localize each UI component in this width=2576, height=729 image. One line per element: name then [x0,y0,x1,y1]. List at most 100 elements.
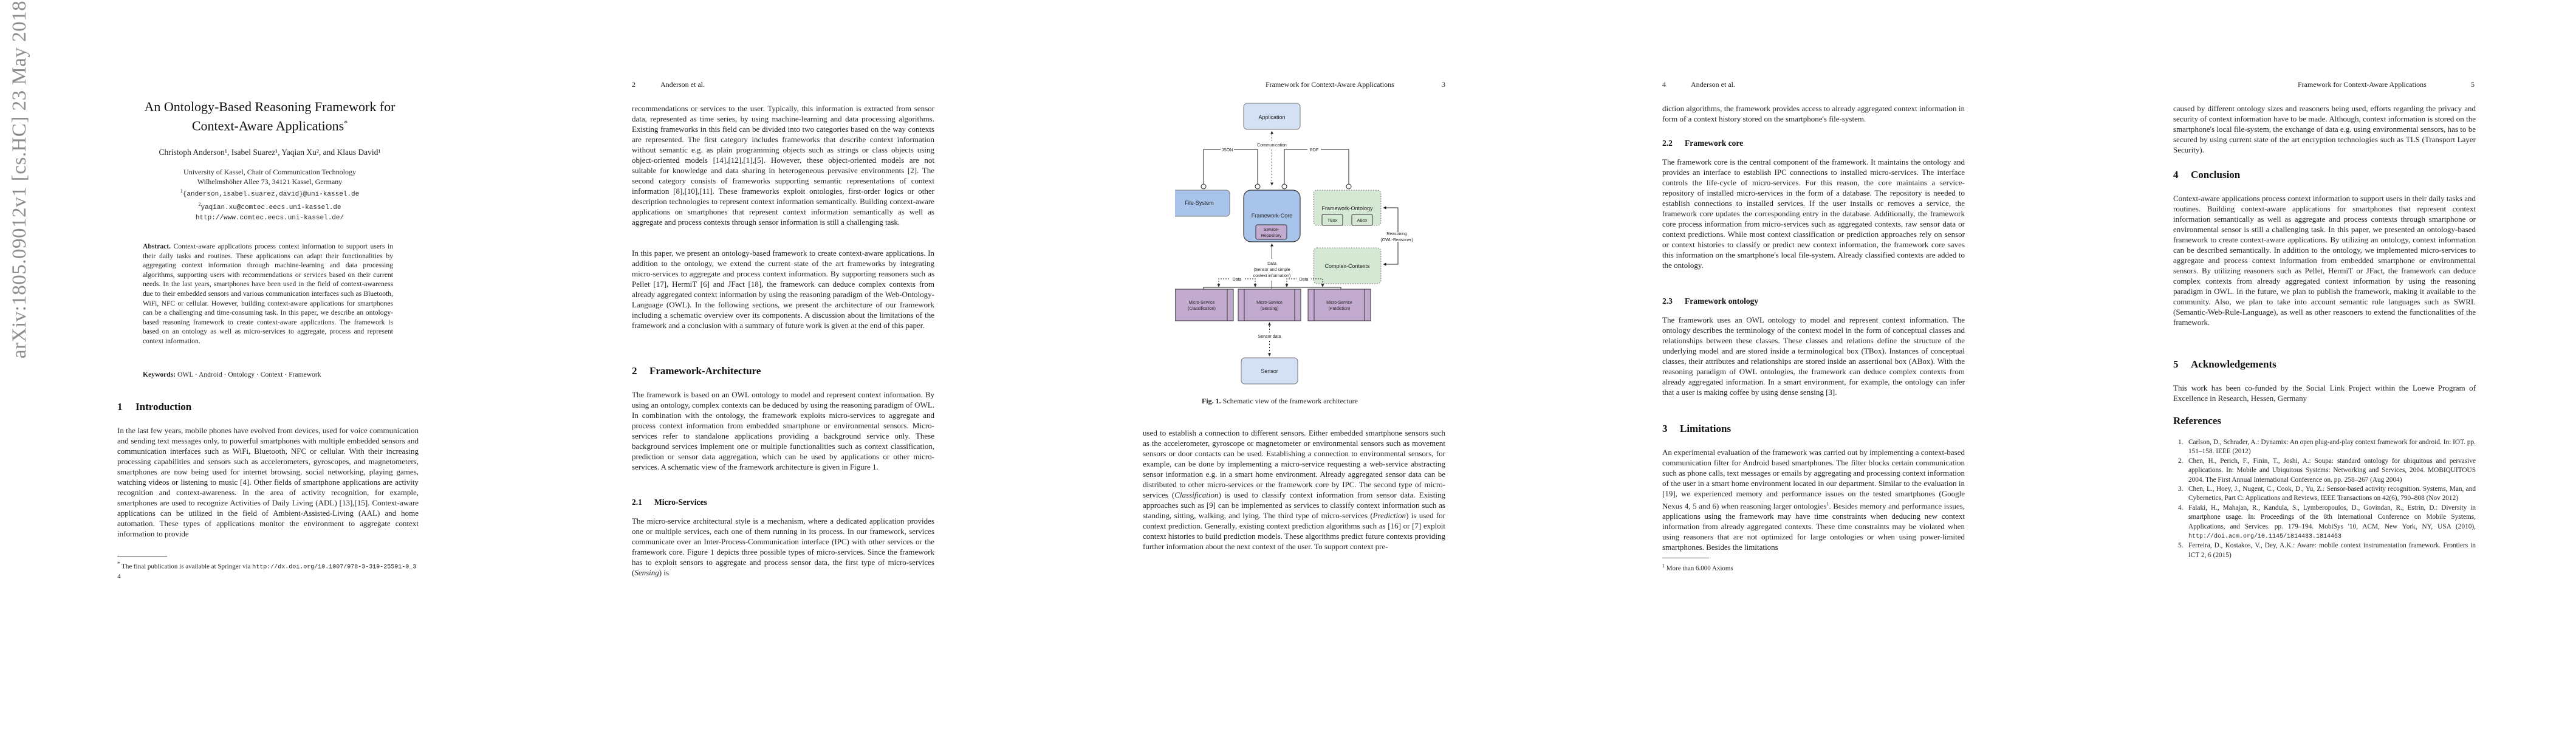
ms-prediction-label-2: (Prediction) [1329,307,1351,311]
reference-item: 5.Ferreira, D., Kostakos, V., Dey, A.K.:… [2178,541,2476,560]
micro-service-classification: Micro-Service (Classification) [1175,289,1234,321]
framework-core-node: Framework-Core Service- Repository [1243,190,1301,242]
author-list: Christoph Anderson¹, Isabel Suarez¹, Yaq… [159,148,381,157]
ms-sensing-label-2: (Sensing) [1261,307,1279,311]
sensor-node: Sensor [1241,357,1298,385]
tbox-label: TBox [1327,219,1338,223]
classification-term: Classification [1174,490,1219,499]
website-url[interactable]: http://www.comtec.eecs.uni-kassel.de/ [195,214,344,222]
subsection-2-3-paragraph: The framework uses an OWL ontology to mo… [1662,315,1965,397]
section-3-text-a: An experimental evaluation of the framew… [1662,448,1965,511]
section-4-heading: 4 Conclusion [2173,169,2240,181]
affiliation-block: University of Kassel, Chair of Communica… [61,168,479,224]
section-1-title: Introduction [135,401,192,412]
abox-label: ABox [1357,219,1368,223]
page-3-text-b: ) is used to classify context informatio… [1143,490,1445,520]
footnote-mark: * [117,561,120,567]
email-2[interactable]: yaqian.xu@comtec.eecs.uni-kassel.de [200,204,341,211]
section-5-paragraph: This work has been co-funded by the Soci… [2173,383,2476,403]
arxiv-stamp-container: arXiv:1805.09012v1 [cs.HC] 23 May 2018 [0,0,36,729]
footnote-mark: 1 [1662,563,1665,569]
section-3-text-b: . Besides memory and performance issues,… [1662,501,1965,552]
subsection-2-1-text-a: The micro-service architectural style is… [632,516,934,577]
rdf-label: RDF [1310,148,1318,152]
data-link-2-label: Data [1300,278,1309,282]
framework-ontology-label: Framework-Ontology [1321,205,1373,211]
email-1-sup: 1 [180,188,183,194]
footnote: 1 More than 6.000 Axioms [1662,561,1964,573]
reasoning-connector [1383,206,1399,232]
page-number: 5 [2471,80,2475,89]
subsection-2-1-number: 2.1 [632,498,642,507]
framework-core-label: Framework-Core [1252,213,1293,219]
ms-prediction-label-1: Micro-Service [1326,301,1352,305]
section-4-number: 4 [2173,169,2179,180]
page-number: 3 [1442,80,1445,89]
subsection-2-2-paragraph: The framework core is the central compon… [1662,157,1965,270]
section-5-number: 5 [2173,358,2179,370]
page-5: Framework for Context-Aware Applications… [2061,0,2576,729]
sensing-term: Sensing [634,568,659,577]
subsection-2-2-title: Framework core [1685,139,1744,148]
page-4: 4 Anderson et al. diction algorithms, th… [1546,0,2061,729]
reference-item: 3.Chen, L., Hoey, J., Nugent, C., Cook, … [2178,485,2476,504]
footnote-doi-link[interactable]: http://dx.doi.org/10.1007/978-3-319-2559… [117,564,417,581]
reference-text: Carlson, D., Schrader, A.: Dynamix: An o… [2188,439,2476,456]
email-line-1[interactable]: 1{anderson,isabel.suarez,david}@uni-kass… [61,187,479,200]
subsection-2-3-number: 2.3 [1662,296,1673,306]
rdf-connector [1284,149,1349,184]
abstract: Abstract. Context-aware applications pro… [143,242,393,346]
intro-paragraph: In the last few years, mobile phones hav… [117,426,419,538]
ms-classification-label-2: (Classification) [1188,307,1216,311]
sensor-data-label: Sensor data [1258,335,1281,339]
email-1[interactable]: {anderson,isabel.suarez,david}@uni-kasse… [182,191,360,198]
microservice-diagram: Data Data Micro-Service (Classification)… [1175,275,1371,385]
reference-item: 1.Carlson, D., Schrader, A.: Dynamix: An… [2178,438,2476,457]
arxiv-stamp: arXiv:1805.09012v1 [cs.HC] 23 May 2018 [9,0,30,358]
title-line-1: An Ontology-Based Reasoning Framework fo… [144,99,396,114]
ms-classification-label-1: Micro-Service [1189,301,1215,305]
reference-number: 4. [2178,504,2184,512]
section-1-number: 1 [117,401,123,412]
reference-text: Chen, L., Hoey, J., Nugent, C., Cook, D.… [2188,485,2476,502]
section-3-paragraph: An experimental evaluation of the framew… [1662,447,1965,552]
ms-sensing-label-1: Micro-Service [1256,301,1283,305]
keywords-list: OWL · Android · Ontology · Context · Fra… [177,371,321,378]
page-4-paragraph-1: diction algorithms, the framework provid… [1662,104,1965,123]
section-2-number: 2 [632,365,637,377]
file-system-node: File-System [1175,190,1230,217]
reference-item: 4.Falaki, H., Mahajan, R., Kandula, S., … [2178,504,2476,542]
running-head: Anderson et al. [1691,80,1735,89]
file-system-label: File-System [1185,200,1214,206]
reference-item: 2.Chen, H., Perich, F., Finin, T., Joshi… [2178,457,2476,485]
framework-ontology-node: Framework-Ontology TBox ABox [1313,190,1382,226]
email-line-2[interactable]: 2yaqian.xu@comtec.eecs.uni-kassel.de [61,200,479,213]
section-1-heading: 1 Introduction [117,401,191,413]
reference-number: 2. [2178,457,2184,465]
communication-label: Communication [1257,143,1287,148]
reference-doi-link[interactable]: http://doi.acm.org/10.1145/1814433.18144… [2188,533,2342,541]
abstract-text: Context-aware applications process conte… [143,242,393,345]
section-4-paragraph: Context-aware applications process conte… [2173,194,2476,327]
micro-service-prediction: Micro-Service (Prediction) [1307,289,1371,321]
section-3-title: Limitations [1680,423,1732,434]
subsection-2-3-title: Framework ontology [1685,296,1759,306]
reference-number: 5. [2178,542,2184,550]
title-line-2: Context-Aware Applications* [61,115,479,134]
keywords: Keywords: OWL · Android · Ontology · Con… [143,371,393,378]
running-head: Framework for Context-Aware Applications [2298,80,2427,89]
json-label: JSON [1222,148,1233,152]
title-line-2-text: Context-Aware Applications [191,118,344,134]
figure-caption-text: Schematic view of the framework architec… [1222,397,1358,405]
keywords-label: Keywords: [143,371,176,378]
page-2: 2 Anderson et al. recommendations or ser… [515,0,1030,729]
website-link[interactable]: http://www.comtec.eecs.uni-kassel.de/ [61,213,479,224]
service-repository-label-2: Repository [1261,234,1282,238]
footnote-ref[interactable]: 1 [1826,501,1829,507]
title-footnote-mark: * [344,118,348,127]
section-4-title: Conclusion [2191,169,2241,180]
